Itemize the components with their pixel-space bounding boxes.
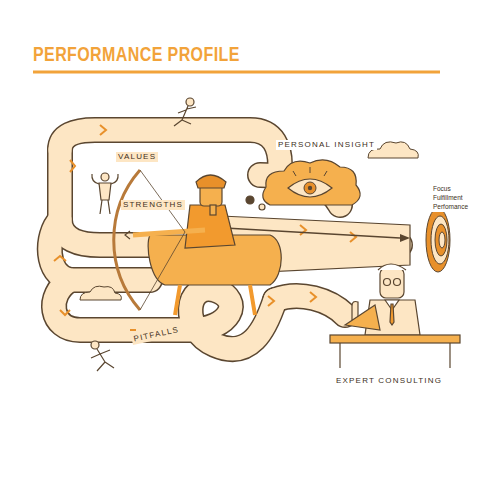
target-part — [435, 224, 447, 256]
strongman — [92, 173, 118, 214]
target-part — [439, 232, 445, 248]
road-part — [275, 296, 345, 315]
label: PERSONAL INSIGHT — [276, 140, 377, 150]
runner — [174, 98, 196, 126]
strongman-part — [92, 174, 118, 214]
road-outline-part — [275, 296, 345, 315]
consultant-part — [378, 264, 406, 270]
insight-cloud-part — [308, 186, 312, 190]
label: EXPERT CONSULTING — [334, 376, 444, 386]
consultant-part — [380, 268, 404, 298]
insight-cloud-part — [304, 182, 316, 194]
road-part — [60, 150, 150, 245]
shot-arrow-part — [400, 234, 410, 242]
archer — [114, 170, 282, 315]
strongman-part — [101, 173, 109, 181]
consultant-part — [330, 335, 460, 343]
runner-part — [174, 106, 196, 126]
direction-arrows-part — [60, 310, 70, 315]
archer-part — [133, 230, 205, 235]
label: Fulfillment — [431, 194, 465, 203]
archer-part — [246, 196, 254, 204]
archer-part — [210, 205, 216, 215]
stumbler-part — [91, 341, 99, 349]
consultant-part — [340, 343, 450, 368]
target — [426, 208, 450, 272]
stumbler — [91, 341, 114, 371]
archer-part — [114, 170, 140, 310]
direction-arrows — [54, 125, 356, 330]
insight-cloud — [263, 160, 360, 205]
runner-part — [186, 98, 194, 106]
direction-arrows-part — [70, 160, 75, 172]
insight-cloud-part — [288, 179, 332, 197]
direction-arrows-part — [100, 125, 106, 135]
direction-arrows-part — [310, 292, 316, 302]
archer-part — [259, 204, 265, 210]
insight-cloud-part — [263, 160, 360, 205]
label: Focus — [431, 185, 453, 194]
road-part — [60, 130, 280, 165]
archer-part — [185, 205, 235, 248]
title-rule — [33, 71, 440, 74]
label: STRENGTHS — [121, 200, 185, 210]
consultant-part — [345, 305, 380, 330]
direction-arrows-part — [300, 225, 306, 235]
consultant-part — [394, 279, 401, 286]
road-part — [54, 280, 275, 349]
archer-part — [175, 285, 255, 315]
stumbler-part — [91, 349, 114, 371]
page-title: PERFORMANCE PROFILE — [33, 44, 240, 64]
road-outline-part — [60, 150, 150, 245]
direction-arrows-part — [268, 296, 274, 306]
label: VALUES — [116, 152, 158, 162]
label: Perfomance — [431, 203, 470, 212]
target-part — [431, 216, 449, 264]
strongman-part — [99, 183, 111, 200]
consultant — [330, 264, 460, 368]
consultant-part — [390, 304, 394, 325]
direction-arrows-part — [54, 256, 66, 261]
cloud — [80, 142, 418, 300]
target-part — [426, 208, 450, 272]
insight-cloud-part — [293, 167, 327, 176]
direction-arrows-part — [350, 232, 356, 242]
road-outline-part — [60, 130, 280, 165]
archer-part — [196, 175, 226, 188]
consultant-part — [384, 279, 391, 286]
archer-part — [125, 231, 130, 239]
cloud-part — [80, 286, 121, 300]
direction-arrows-part — [130, 329, 136, 331]
